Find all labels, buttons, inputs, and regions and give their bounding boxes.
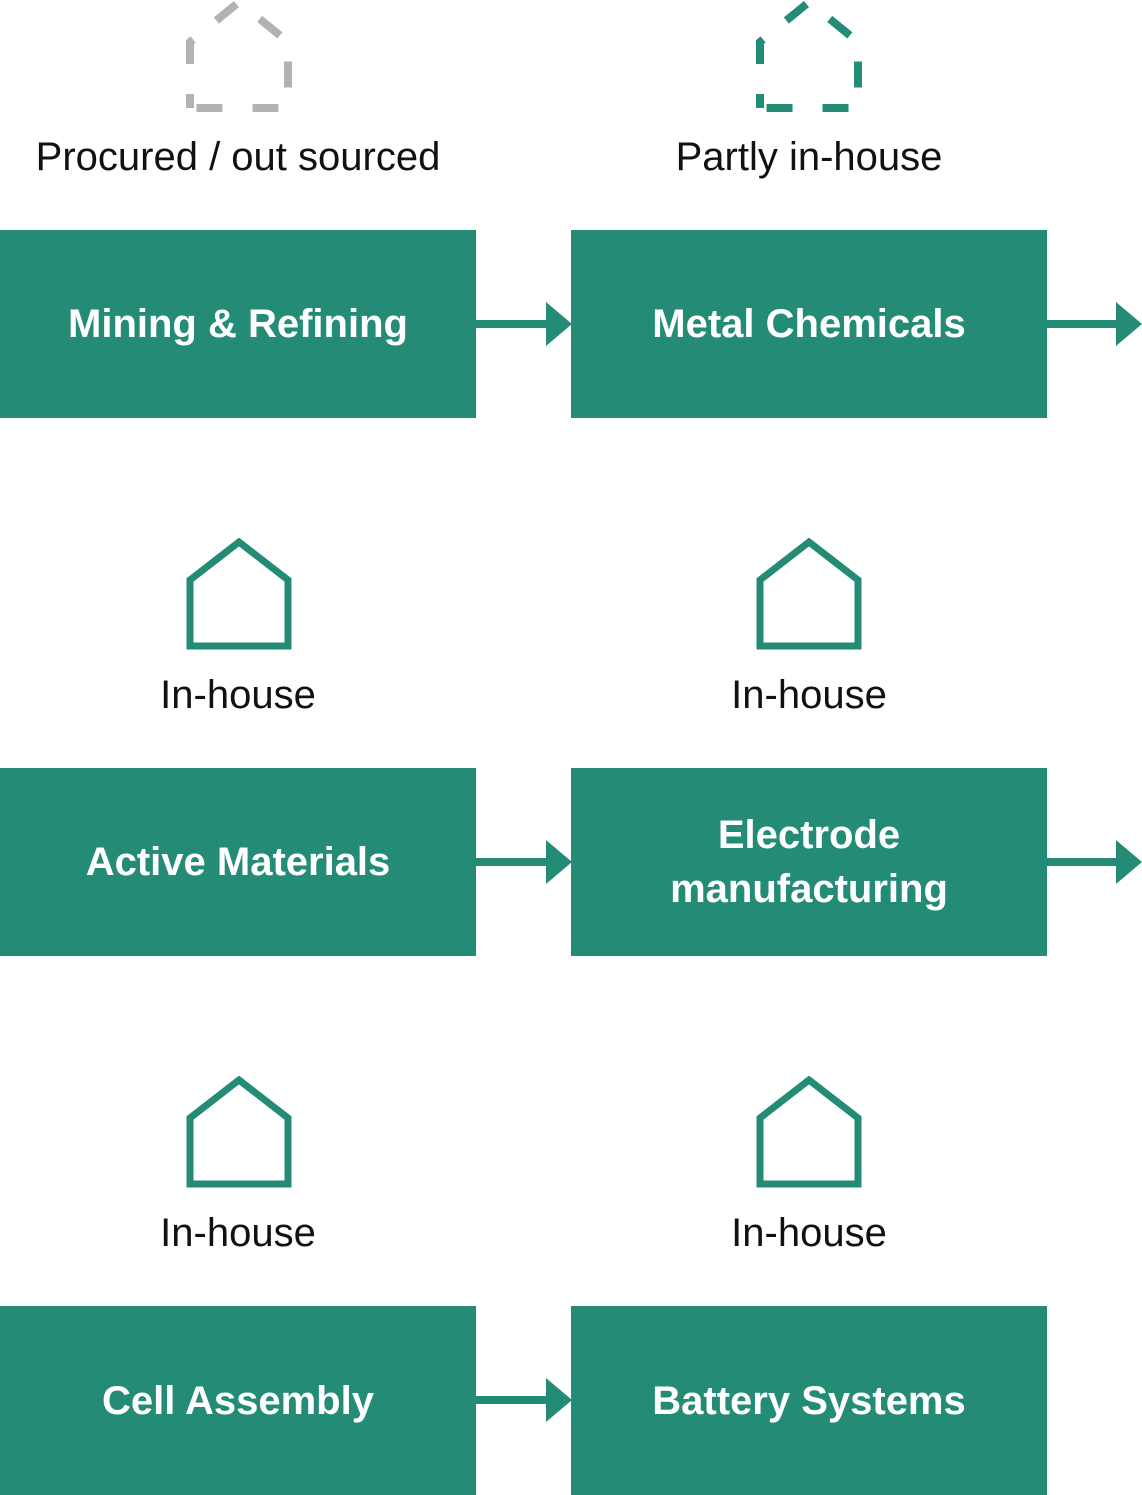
status-inhouse-label: In-house (160, 673, 316, 717)
legend-partly-label: Partly in-house (675, 135, 943, 179)
stage-metal-chemicals-label: Metal Chemicals (652, 302, 966, 346)
stage-metal-chemicals: Metal Chemicals (571, 230, 1047, 418)
arrow-right-icon (476, 838, 572, 886)
house-solid-green-icon (756, 1076, 862, 1188)
arrow-right-icon (1047, 838, 1142, 886)
status-inhouse-label: In-house (731, 673, 887, 717)
stage-battery-systems-label: Battery Systems (652, 1378, 966, 1423)
status-inhouse-label: In-house (731, 1211, 887, 1255)
house-solid-green-icon (756, 538, 862, 650)
stage-battery-systems: Battery Systems (571, 1306, 1047, 1495)
house-solid-green-icon (186, 1076, 292, 1188)
house-dashed-grey-icon (186, 0, 292, 112)
stage-electrode-label-line1: Electrode (717, 813, 901, 857)
stage-electrode-manufacturing: Electrode manufacturing (571, 768, 1047, 956)
stage-electrode-label-line2: manufacturing (670, 867, 948, 911)
stage-cell-assembly: Cell Assembly (0, 1306, 476, 1495)
house-dashed-green-icon (756, 0, 862, 112)
stage-mining-refining-label: Mining & Refining (68, 302, 408, 346)
arrow-right-icon (476, 300, 572, 348)
arrow-right-icon (476, 1376, 572, 1424)
stage-active-materials-label: Active Materials (85, 840, 391, 884)
house-solid-green-icon (186, 538, 292, 650)
stage-active-materials: Active Materials (0, 768, 476, 956)
status-inhouse-label: In-house (160, 1211, 316, 1255)
stage-cell-assembly-label: Cell Assembly (102, 1378, 374, 1423)
arrow-right-icon (1047, 300, 1142, 348)
legend-procured-label: Procured / out sourced (35, 135, 441, 179)
stage-mining-refining: Mining & Refining (0, 230, 476, 418)
